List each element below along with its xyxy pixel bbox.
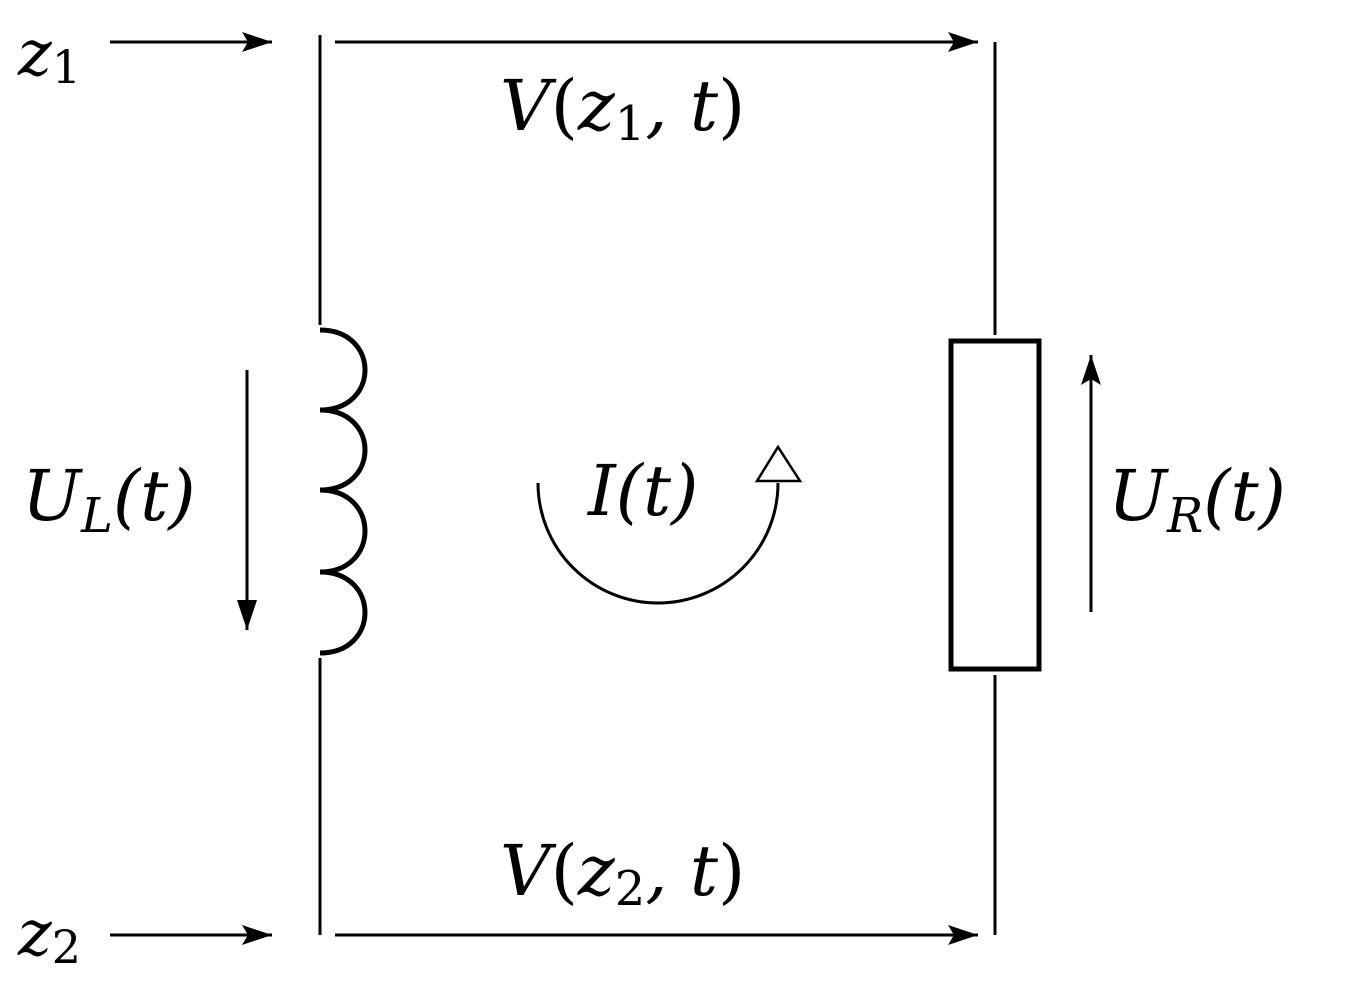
current-loop-arrow [536, 482, 780, 605]
voltage-label-bottom: V(z2, t) [500, 830, 745, 917]
current-arrowhead-icon [754, 444, 803, 483]
node-label-z1: z1 [17, 17, 81, 94]
inductor-voltage-label: UL(t) [22, 455, 196, 544]
node-label-z2: z2 [17, 897, 81, 974]
current-label: I(t) [586, 450, 698, 532]
inductor [319, 327, 368, 656]
resistor [948, 338, 1042, 672]
resistor-voltage-label: UR(t) [1108, 455, 1286, 544]
voltage-label-top: V(z1, t) [500, 65, 745, 152]
